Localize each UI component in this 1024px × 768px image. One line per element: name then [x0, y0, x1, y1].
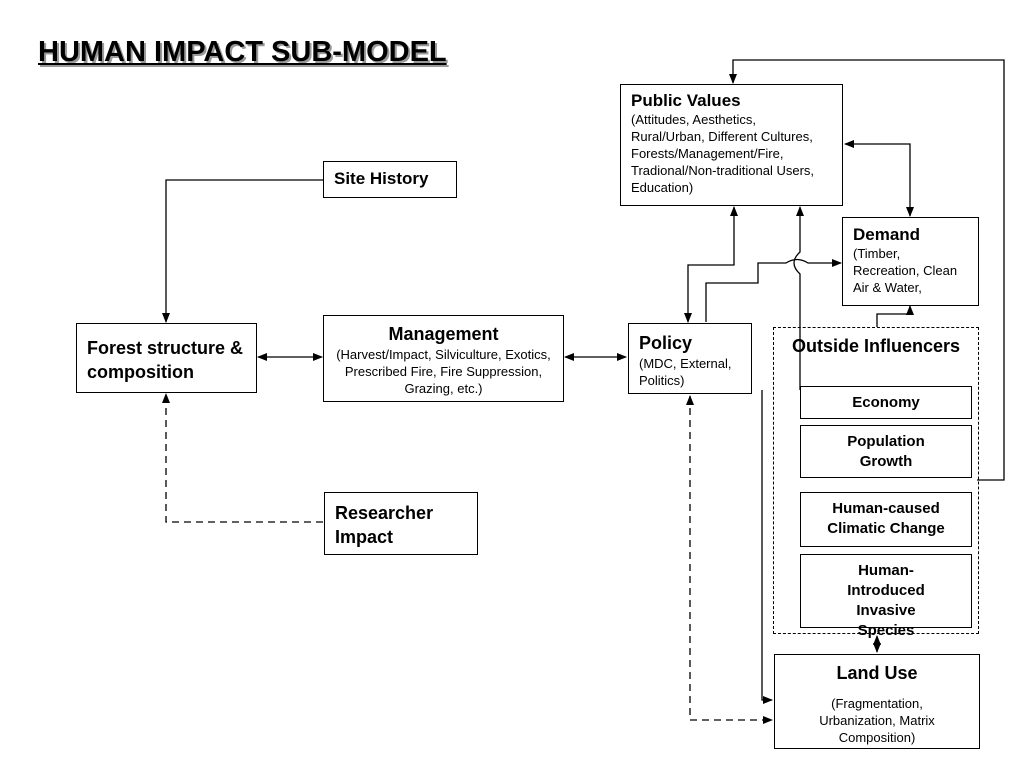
node-detail: (MDC, External, Politics) — [639, 356, 732, 388]
page-title: HUMAN IMPACT SUB-MODEL — [38, 36, 447, 68]
connector-policy-land-use — [686, 395, 773, 724]
node-researcher-impact: Researcher Impact — [324, 492, 478, 555]
influencer-label: Human-Introduced Invasive Species — [847, 562, 925, 639]
influencer-label: Economy — [852, 394, 920, 411]
connector-outside-public-values — [729, 59, 1005, 481]
influencer-label: Human-caused Climatic Change — [827, 500, 945, 537]
node-outside-influencers: Outside Influencers — [773, 327, 979, 634]
node-title: Forest structure & composition — [87, 338, 244, 382]
influencer-label: Population Growth — [847, 433, 925, 470]
connector-policy-demand — [705, 258, 842, 322]
connector-public-values-land-use — [793, 206, 804, 390]
node-public-values: Public Values (Attitudes, Aesthetics, Ru… — [620, 84, 843, 206]
connector-researcher-forest — [162, 393, 323, 523]
connector-policy-public-values — [684, 206, 738, 323]
influencer-climatic-change: Human-caused Climatic Change — [800, 492, 972, 547]
node-detail: (Attitudes, Aesthetics, Rural/Urban, Dif… — [631, 112, 815, 195]
node-title: Management — [388, 324, 499, 344]
influencer-population-growth: Population Growth — [800, 425, 972, 478]
connector-public-values-demand — [844, 140, 914, 217]
node-title: Site History — [334, 169, 429, 188]
node-detail: (Timber, Recreation, Clean Air & Water, — [853, 246, 958, 295]
node-management: Management (Harvest/Impact, Silviculture… — [323, 315, 564, 402]
node-title: Policy — [639, 333, 693, 353]
node-title: Public Values — [631, 91, 741, 110]
node-detail: (Harvest/Impact, Silviculture, Exotics, … — [336, 347, 551, 396]
node-land-use: Land Use (Fragmentation, Urbanization, M… — [774, 654, 980, 749]
node-forest-structure: Forest structure & composition — [76, 323, 257, 393]
connector-outside-demand — [876, 305, 914, 327]
node-title: Demand — [853, 225, 921, 244]
node-title: Researcher Impact — [335, 503, 434, 547]
influencer-economy: Economy — [800, 386, 972, 419]
influencer-invasive-species: Human-Introduced Invasive Species — [800, 554, 972, 639]
node-demand: Demand (Timber, Recreation, Clean Air & … — [842, 217, 979, 306]
node-policy: Policy (MDC, External, Politics) — [628, 323, 752, 394]
node-detail: (Fragmentation, Urbanization, Matrix Com… — [819, 696, 935, 745]
node-title: Land Use — [836, 663, 918, 683]
node-site-history: Site History — [323, 161, 457, 198]
connector-site-history-to-forest — [162, 179, 323, 323]
connector-to-land-use — [761, 390, 773, 704]
group-title: Outside Influencers — [791, 336, 961, 356]
